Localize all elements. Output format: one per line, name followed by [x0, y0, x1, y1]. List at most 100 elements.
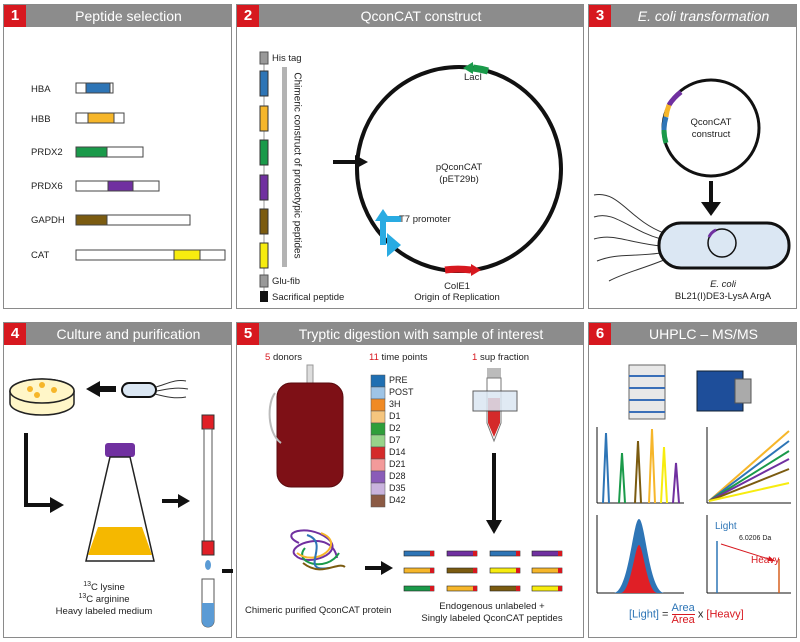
peptide-label-hbb: HBB	[31, 114, 51, 125]
timepoint-swatch-d42	[370, 494, 386, 508]
sacrificial-label: Sacrifical peptide	[272, 292, 345, 303]
panel-title: Tryptic digestion with sample of interes…	[298, 326, 544, 342]
peptide-fragment	[403, 567, 435, 574]
label-tag	[473, 551, 477, 556]
timepoint-label-d1: D1	[389, 410, 401, 421]
panel-number: 4	[4, 323, 26, 345]
origin-label: Origin of Replication	[414, 292, 500, 303]
ms-diagram	[596, 364, 791, 594]
protein-label: Chimeric purified QconCAT protein	[245, 605, 392, 616]
panel-number: 5	[237, 323, 259, 345]
timepoint-label-post: POST	[389, 386, 414, 397]
timepoint-swatch-d14	[370, 446, 386, 460]
panel-number: 3	[589, 5, 611, 27]
timepoint-label-d2: D2	[389, 422, 401, 433]
ecoli-cell	[657, 221, 791, 270]
medium-label: Heavy labeled medium	[55, 606, 153, 617]
ecoli-small	[121, 382, 157, 398]
peptides-label-2: Singly labeled QconCAT peptides	[421, 613, 563, 624]
plasmid-label-2: construct	[691, 129, 731, 140]
organism-label: E. coli	[710, 279, 736, 290]
chromatogram	[596, 427, 684, 504]
chimeric-label: Chimeric construct of proteotypic peptid…	[291, 72, 303, 259]
label-tag	[558, 568, 562, 573]
peptide-bars	[75, 82, 226, 261]
peptide-label-prdx2: PRDX2	[31, 147, 63, 158]
protein-bar-prdx2	[75, 146, 144, 158]
his-tag-block	[259, 51, 269, 65]
timepoint-swatch-3h	[370, 398, 386, 412]
heavy-label: Heavy	[751, 555, 780, 566]
label-tag	[473, 568, 477, 573]
timepoint-swatch-pre	[370, 374, 386, 388]
laci-label: LacI	[464, 72, 482, 83]
label-tag	[430, 586, 434, 591]
chimeric-bracket	[282, 67, 287, 267]
panel-uhplc-msms: 6 UHPLC – MS/MS	[588, 322, 797, 638]
panel-title: E. coli transformation	[637, 8, 770, 24]
culture-diagram	[9, 378, 233, 628]
construct-diagram	[259, 51, 563, 302]
strain-label: BL21(I)DE3-LysA ArgA	[674, 291, 772, 302]
timepoint-swatch-d28	[370, 470, 386, 484]
peptide-fragment	[489, 567, 521, 574]
peptide-fragment	[489, 550, 521, 557]
sacrificial-block	[260, 291, 268, 302]
peptides-label-1: Endogenous unlabeled +	[439, 601, 545, 612]
light-heavy-plot	[706, 515, 791, 594]
uhplc-instrument	[628, 364, 666, 420]
t7-promoter-label: T7 promoter	[399, 214, 451, 225]
transformation-diagram	[593, 78, 791, 282]
label-tag	[558, 586, 562, 591]
peptide-fragment	[531, 567, 563, 574]
panel-header	[4, 5, 231, 27]
timepoint-label-d7: D7	[389, 434, 401, 445]
peptide-fragment	[403, 550, 435, 557]
timepoint-label-d14: D14	[389, 446, 406, 457]
peptide-label-prdx6: PRDX6	[31, 181, 63, 192]
label-tag	[430, 551, 434, 556]
peptide-fragment	[446, 585, 478, 592]
timepoint-swatch-d35	[370, 482, 386, 496]
timepoint-label-pre: PRE	[389, 374, 408, 385]
his-tag-label: His tag	[272, 53, 302, 64]
protein-bar-prdx6	[75, 180, 160, 192]
peptide-fragment	[489, 585, 521, 592]
lysine-label: 13C lysine	[83, 581, 125, 594]
plasmid-label-1: QconCAT	[690, 117, 732, 128]
panel-tryptic-digestion: 5 Tryptic digestion with sample of inter…	[236, 322, 584, 638]
digestion-diagram	[268, 364, 563, 592]
peptide-fragment	[446, 550, 478, 557]
panel-number: 2	[237, 5, 259, 27]
peptide-fragment	[403, 585, 435, 592]
peptide-fragment	[531, 585, 563, 592]
calibration-plot	[706, 427, 791, 504]
plasmid-sub: (pET29b)	[439, 174, 479, 185]
peptide-fragment	[531, 550, 563, 557]
peptide-label-gapdh: GAPDH	[31, 215, 65, 226]
panel-number: 1	[4, 5, 26, 27]
timepoint-label-3h: 3H	[389, 398, 401, 409]
peptide-label-cat: CAT	[31, 250, 50, 261]
formula: [Light] = Area Area x [Heavy]	[629, 602, 744, 626]
timepoint-label-d21: D21	[389, 458, 406, 469]
glu-fib-block	[259, 274, 269, 288]
panel-header	[4, 323, 231, 345]
panel-title: QconCAT construct	[360, 8, 482, 24]
panel-ecoli-transformation: 3 E. coli transformation QconCAT constru…	[588, 4, 797, 309]
peptide-label-hba: HBA	[31, 84, 51, 95]
sup-label: 1 sup fraction	[472, 352, 530, 363]
timepoints-label: 11 time points	[369, 352, 428, 363]
timepoint-swatch-d7	[370, 434, 386, 448]
light-label: Light	[715, 521, 737, 532]
label-tag	[558, 551, 562, 556]
timepoint-label-d42: D42	[389, 494, 406, 505]
timepoint-swatch-d1	[370, 410, 386, 424]
peak-overlay	[596, 515, 684, 594]
peptide-fragment	[446, 567, 478, 574]
panel-title: Peptide selection	[75, 8, 182, 24]
blood-bag	[276, 382, 344, 488]
label-tag	[516, 551, 520, 556]
flask-cap	[105, 443, 135, 457]
protein-bar-hbb	[75, 112, 125, 124]
